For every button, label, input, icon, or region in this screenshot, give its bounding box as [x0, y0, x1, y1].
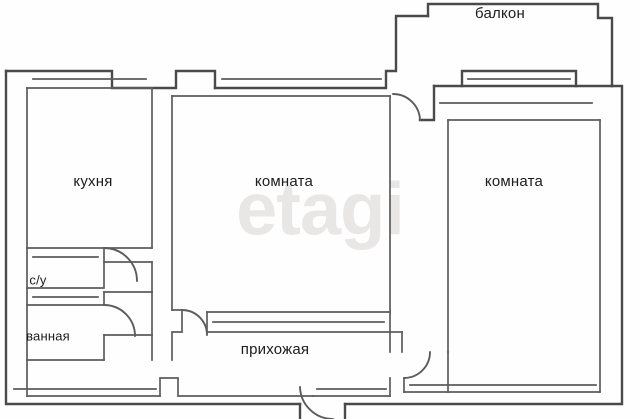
- wall-outer-left-bottom: [4, 69, 302, 406]
- room-labels: кухня комната комната балкон с/у ванная …: [26, 5, 543, 358]
- label-balcony: балкон: [475, 5, 525, 22]
- wall-outer-top-right: [460, 69, 578, 88]
- wall-outer-right: [610, 84, 624, 406]
- wall-midroom-door-jamb: [171, 309, 183, 361]
- door-arc-balcony: [392, 93, 421, 121]
- wall-toilet-bottom: [26, 261, 105, 289]
- door-arc-rightroom: [403, 351, 431, 379]
- wall-outer-top-mid: [213, 14, 430, 90]
- outer-walls: [4, 2, 624, 419]
- windows: [13, 78, 597, 390]
- wall-toilet-door-jamb-top: [103, 247, 153, 263]
- watermark-etagi: etagi: [236, 168, 404, 251]
- door-arcs: [103, 93, 431, 419]
- wall-balcony-outline: [426, 2, 614, 88]
- label-toilet: с/у: [29, 272, 47, 287]
- label-room-middle: комната: [255, 173, 314, 190]
- wall-bath-top: [26, 291, 105, 306]
- door-arc-bathroom: [103, 304, 136, 337]
- label-hallway: прихожая: [241, 341, 309, 358]
- door-arc-toilet: [103, 247, 138, 282]
- label-bathroom: ванная: [26, 328, 70, 343]
- wall-outer-top-left: [4, 69, 217, 90]
- label-room-right: комната: [485, 173, 544, 190]
- door-arc-midroom: [181, 309, 208, 336]
- door-arc-entry: [299, 386, 334, 419]
- label-kitchen: кухня: [73, 173, 112, 190]
- wall-balcony-door-jamb: [418, 84, 436, 122]
- inner-walls: [26, 87, 601, 397]
- wall-hall-bottom-notch: [159, 377, 314, 397]
